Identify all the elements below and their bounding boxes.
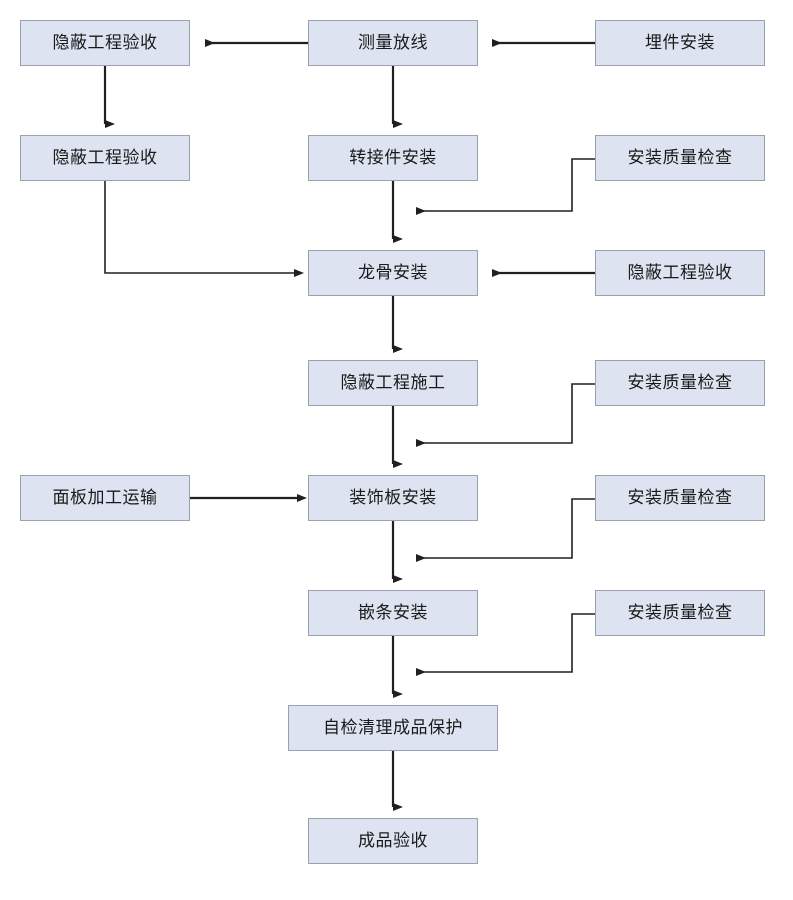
- edge-n15-to-n16: [416, 613, 595, 676]
- node-安装质量检查-4[interactable]: 安装质量检查: [595, 590, 765, 636]
- node-隐蔽工程验收-1[interactable]: 隐蔽工程验收: [20, 20, 190, 66]
- node-label: 自检清理成品保护: [323, 717, 463, 738]
- edge-n4-to-n7: [104, 181, 304, 277]
- edge-n13-to-n14: [416, 498, 595, 562]
- node-成品验收[interactable]: 成品验收: [308, 818, 478, 864]
- node-埋件安装[interactable]: 埋件安装: [595, 20, 765, 66]
- node-隐蔽工程验收-2[interactable]: 隐蔽工程验收: [20, 135, 190, 181]
- node-隐蔽工程施工[interactable]: 隐蔽工程施工: [308, 360, 478, 406]
- node-label: 埋件安装: [645, 32, 715, 53]
- node-测量放线[interactable]: 测量放线: [308, 20, 478, 66]
- node-label: 面板加工运输: [52, 487, 158, 508]
- node-label: 龙骨安装: [358, 262, 428, 283]
- node-label: 装饰板安装: [349, 487, 437, 508]
- node-label: 隐蔽工程验收: [52, 32, 158, 53]
- node-龙骨安装[interactable]: 龙骨安装: [308, 250, 478, 296]
- node-隐蔽工程验收-3[interactable]: 隐蔽工程验收: [595, 250, 765, 296]
- edge-n10-to-n12: [416, 383, 595, 447]
- node-转接件安装[interactable]: 转接件安装: [308, 135, 478, 181]
- node-label: 嵌条安装: [358, 602, 428, 623]
- node-嵌条安装[interactable]: 嵌条安装: [308, 590, 478, 636]
- node-label: 隐蔽工程验收: [627, 262, 733, 283]
- node-自检清理成品保护[interactable]: 自检清理成品保护: [288, 705, 498, 751]
- node-安装质量检查-2[interactable]: 安装质量检查: [595, 360, 765, 406]
- node-label: 安装质量检查: [627, 602, 733, 623]
- edge-n6-to-n5: [416, 158, 595, 215]
- node-label: 成品验收: [358, 830, 428, 851]
- node-安装质量检查-1[interactable]: 安装质量检查: [595, 135, 765, 181]
- node-label: 隐蔽工程施工: [340, 372, 446, 393]
- node-label: 安装质量检查: [627, 372, 733, 393]
- node-装饰板安装[interactable]: 装饰板安装: [308, 475, 478, 521]
- node-面板加工运输[interactable]: 面板加工运输: [20, 475, 190, 521]
- node-label: 隐蔽工程验收: [52, 147, 158, 168]
- node-label: 安装质量检查: [627, 487, 733, 508]
- node-安装质量检查-3[interactable]: 安装质量检查: [595, 475, 765, 521]
- node-label: 安装质量检查: [627, 147, 733, 168]
- node-label: 转接件安装: [349, 147, 437, 168]
- node-label: 测量放线: [358, 32, 428, 53]
